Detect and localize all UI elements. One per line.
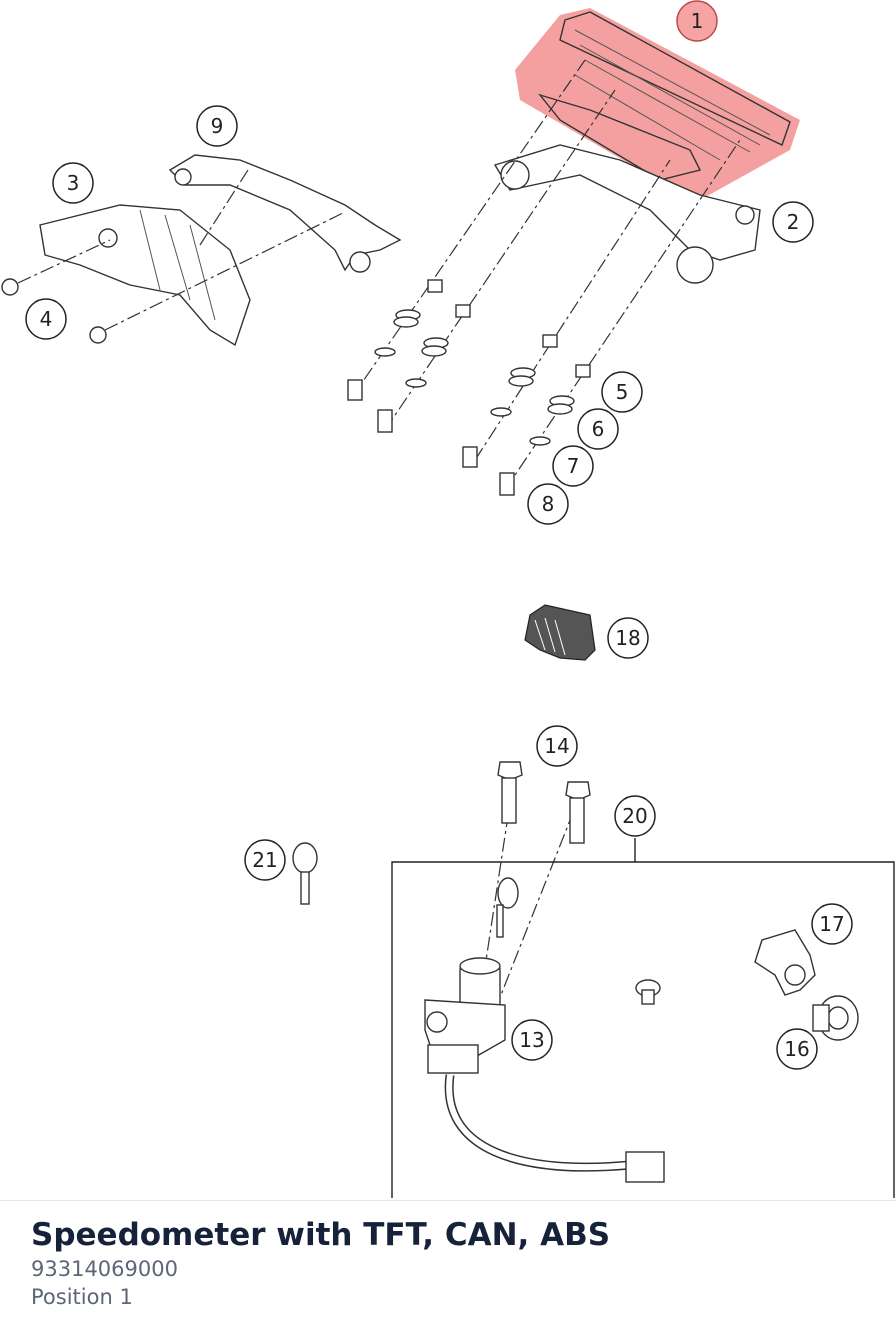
callout-label: 6: [592, 417, 605, 441]
part-holder[interactable]: [168, 154, 402, 273]
callout-8[interactable]: 8: [527, 483, 569, 525]
part-info-panel: Speedometer with TFT, CAN, ABS 933140690…: [0, 1200, 896, 1336]
exploded-parts-diagram: 1 2 3 4 5 6 7 8 9 13 14 16 17 18 20 21: [1, 0, 895, 1198]
callout-20[interactable]: 20: [614, 795, 656, 837]
callout-label: 7: [567, 454, 580, 478]
callout-label: 9: [211, 114, 224, 138]
kit-box-20: [391, 861, 895, 1198]
part-screws-4[interactable]: [1, 278, 107, 344]
callout-label: 16: [784, 1037, 809, 1061]
callout-17[interactable]: 17: [811, 903, 853, 945]
callout-label: 5: [616, 380, 629, 404]
part-position: Position 1: [31, 1285, 133, 1309]
part-connector-18[interactable]: [524, 604, 596, 661]
callout-13[interactable]: 13: [511, 1019, 553, 1061]
callout-label: 8: [542, 492, 555, 516]
part-number: 93314069000: [31, 1257, 178, 1281]
part-key-21[interactable]: [292, 842, 318, 905]
callout-14[interactable]: 14: [536, 725, 578, 767]
callout-label: 17: [819, 912, 844, 936]
assembly-lines: [17, 59, 741, 1011]
callout-5[interactable]: 5: [601, 371, 643, 413]
callout-9[interactable]: 9: [196, 105, 238, 147]
callout-2[interactable]: 2: [772, 201, 814, 243]
part-title: Speedometer with TFT, CAN, ABS: [31, 1217, 611, 1253]
part-speedometer[interactable]: [515, 8, 800, 200]
callout-label: 18: [615, 626, 640, 650]
part-17-bracket[interactable]: [754, 929, 816, 996]
callout-label: 2: [787, 210, 800, 234]
part-fastener-stacks[interactable]: [347, 279, 591, 496]
part-cap[interactable]: [635, 979, 661, 1005]
callout-label: 1: [691, 9, 704, 33]
callout-3[interactable]: 3: [52, 162, 94, 204]
callout-7[interactable]: 7: [552, 445, 594, 487]
part-bracket[interactable]: [493, 144, 761, 284]
callout-label: 3: [67, 171, 80, 195]
part-16-bushing[interactable]: [812, 995, 859, 1041]
callout-21[interactable]: 21: [244, 839, 286, 881]
callout-1[interactable]: 1: [676, 0, 718, 42]
part-ignition-lock-13[interactable]: [424, 877, 665, 1183]
part-cover[interactable]: [39, 204, 251, 347]
callout-6[interactable]: 6: [577, 408, 619, 450]
callout-label: 13: [519, 1028, 544, 1052]
callout-4[interactable]: 4: [25, 298, 67, 340]
callout-label: 20: [622, 804, 647, 828]
callout-label: 14: [544, 734, 569, 758]
callout-label: 21: [252, 848, 277, 872]
callout-label: 4: [40, 307, 53, 331]
callout-16[interactable]: 16: [776, 1028, 818, 1070]
part-screws-14[interactable]: [497, 761, 591, 844]
callout-18[interactable]: 18: [607, 617, 649, 659]
